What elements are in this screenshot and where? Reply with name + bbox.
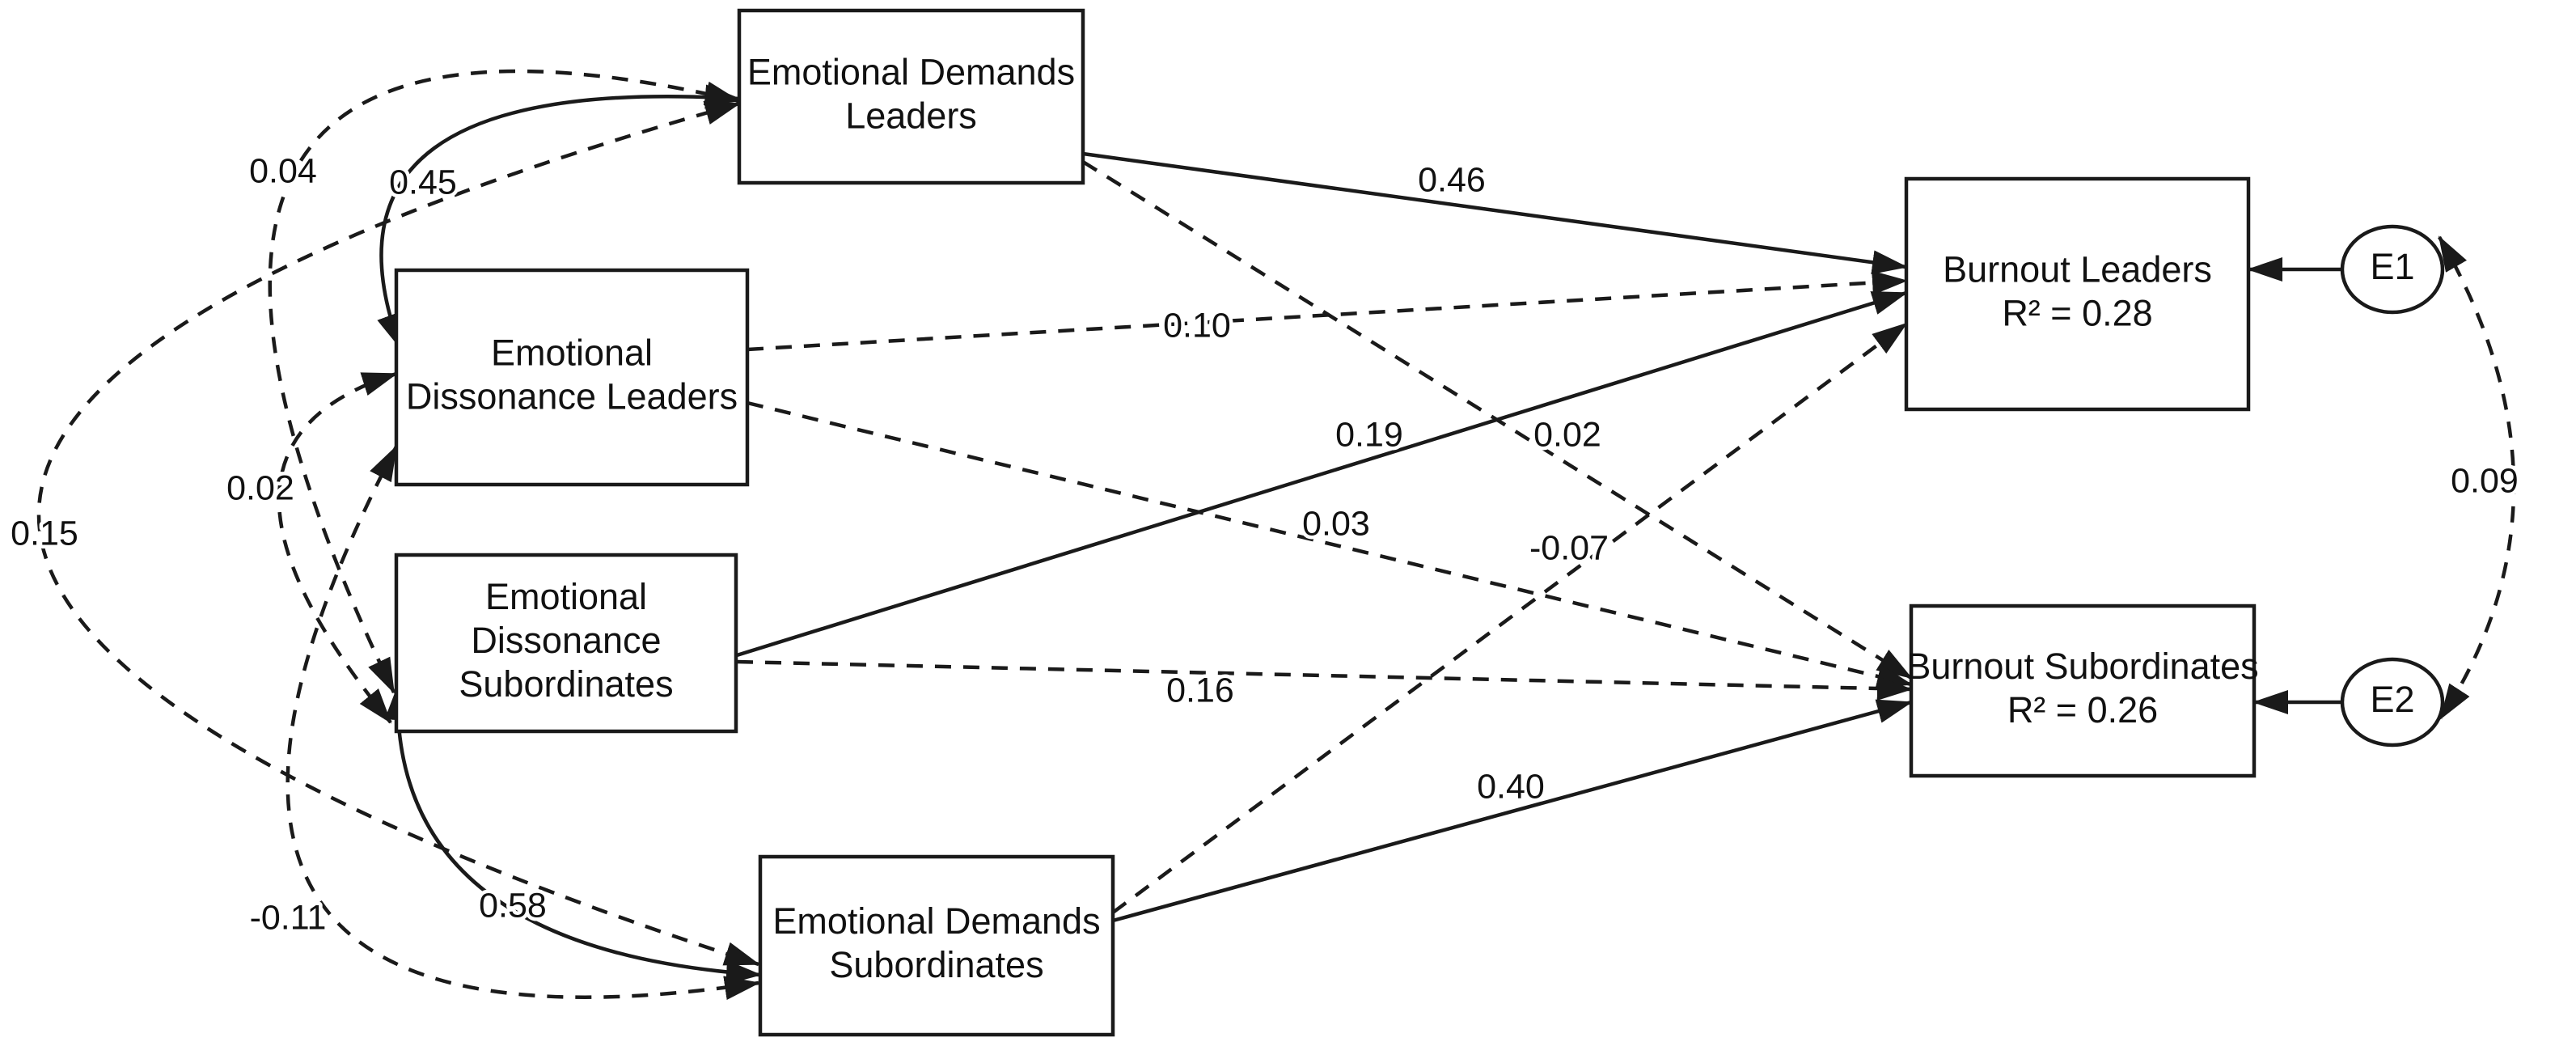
node-burnout-subordinates [1909,603,2257,778]
path-dissonance-leaders-to-burnout-leaders [747,270,1908,352]
node-dissonance-leaders [394,268,750,487]
path-dissonance-subordinates-to-burnout-subordinates-coefficient-label: 0.16 [1166,671,1234,709]
path-demands-subordinates-to-burnout-leaders-coefficient-label: -0.07 [1529,528,1609,567]
cov-demands-leaders-demands-subordinates-coefficient-label: 0.15 [11,514,78,553]
cov-demands-leaders-demands-subordinates [36,100,760,967]
path-dissonance-subordinates-to-burnout-subordinates [736,659,1913,701]
node-burnout-subordinates-label: R² = 0.26 [2007,689,2158,731]
node-demands-leaders-label: Leaders [845,95,977,136]
path-demands-leaders-to-burnout-leaders-coefficient-label: 0.46 [1418,160,1486,199]
path-dissonance-leaders-to-burnout-leaders-coefficient-label: 0.10 [1163,306,1231,345]
path-demands-leaders-to-burnout-subordinates-coefficient-label: 0.02 [1533,415,1601,454]
cov-dissonance-leaders-dissonance-subordinates-coefficient-label: 0.02 [226,468,294,507]
cov-dissonance-leaders-dissonance-subordinates [277,371,398,724]
node-burnout-leaders-label: R² = 0.28 [2002,292,2152,333]
path-dissonance-leaders-to-burnout-subordinates-coefficient-label: 0.03 [1302,504,1370,543]
node-burnout-leaders [1904,176,2251,412]
node-error-e1 [2340,224,2445,315]
path-demands-subordinates-to-burnout-leaders [1111,322,1908,914]
node-dissonance-subordinates-label: Emotional [485,576,647,617]
cov-dissonance-leaders-demands-subordinates-coefficient-label: -0.11 [250,898,327,937]
cov-demands-leaders-dissonance-subordinates-coefficient-label: 0.04 [249,151,317,190]
path-demands-subordinates-to-burnout-subordinates-coefficient-label: 0.40 [1477,767,1545,806]
node-error-e2 [2340,657,2445,747]
node-dissonance-subordinates-label: Dissonance [471,620,661,661]
node-dissonance-subordinates [394,553,738,734]
path-dissonance-leaders-to-burnout-subordinates [747,400,1913,688]
cov-e1-e2-coefficient-label: 0.09 [2451,461,2519,500]
node-dissonance-subordinates-label: Subordinates [459,663,673,705]
cov-e1-e2 [2438,235,2516,720]
node-demands-leaders-label: Emotional Demands [747,51,1075,92]
cov-demands-leaders-dissonance-subordinates [268,69,741,694]
node-burnout-subordinates-label: Burnout Subordinates [1906,646,2258,687]
node-burnout-leaders-label: Burnout Leaders [1943,248,2212,290]
node-dissonance-leaders-label: Dissonance Leaders [406,375,738,417]
edges-layer [36,69,2516,1000]
edge-labels-layer: 0.46 0.02 0.10 0.03 0.19 0.16 -0.07 0.40 0.45 0.5… [7,148,2523,941]
node-error-e1-label: E1 [2370,246,2414,287]
node-demands-leaders [737,8,1085,185]
path-dissonance-subordinates-to-burnout-leaders-coefficient-label: 0.19 [1335,415,1403,454]
path-demands-leaders-to-burnout-leaders [1082,151,1908,275]
path-dissonance-subordinates-to-burnout-leaders [736,290,1908,658]
node-dissonance-leaders-label: Emotional [491,332,653,373]
cov-demands-subordinates-dissonance-subordinates-coefficient-label: 0.58 [479,886,547,925]
node-error-e2-label: E2 [2370,679,2414,720]
node-demands-subordinates [758,854,1115,1037]
node-demands-subordinates-label: Subordinates [829,944,1043,985]
path-demands-subordinates-to-burnout-subordinates [1112,699,1913,923]
cov-demands-leaders-dissonance-leaders-coefficient-label: 0.45 [389,163,457,201]
nodes-layer: Emotional DemandsLeadersEmotionalDissona… [394,8,2445,1037]
node-demands-subordinates-label: Emotional Demands [772,900,1100,942]
